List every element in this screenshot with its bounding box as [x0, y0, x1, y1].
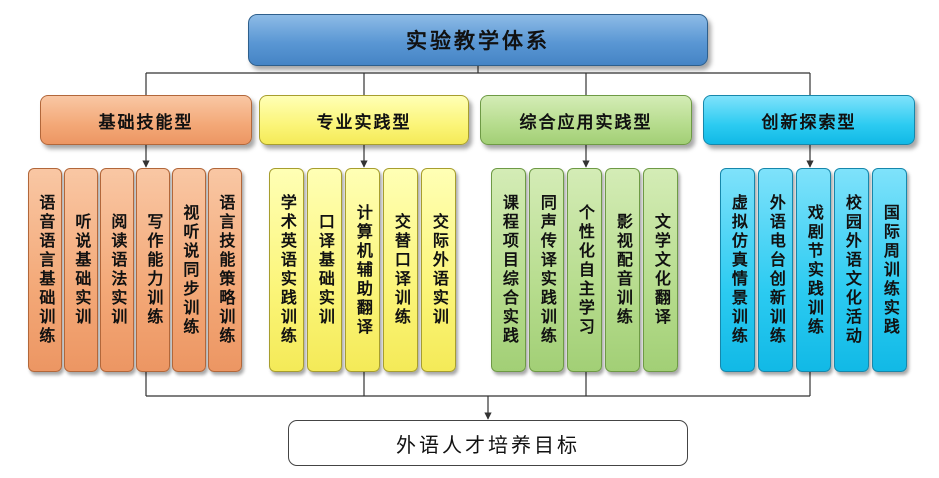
sub-item-innovation-1: 虚拟仿真情景训练	[720, 168, 755, 372]
sub-item-basic-1: 语音语言基础训练	[28, 168, 62, 372]
category-basic-skills: 基础技能型	[40, 95, 252, 145]
category-professional-practice: 专业实践型	[259, 95, 469, 145]
sub-item-basic-3: 阅读语法实训	[100, 168, 134, 372]
sub-item-professional-4: 交替口译训练	[383, 168, 418, 372]
sub-item-innovation-2: 外语电台创新训练	[758, 168, 793, 372]
sub-item-basic-5: 视听说同步训练	[172, 168, 206, 372]
sub-item-comprehensive-2: 同声传译实践训练	[529, 168, 564, 372]
category-comprehensive-application: 综合应用实践型	[480, 95, 692, 145]
sub-item-innovation-5: 国际周训练实践	[872, 168, 907, 372]
sub-item-comprehensive-4: 影视配音训练	[605, 168, 640, 372]
sub-item-basic-6: 语言技能策略训练	[208, 168, 242, 372]
sub-item-professional-1: 学术英语实践训练	[269, 168, 304, 372]
sub-item-professional-5: 交际外语实训	[421, 168, 456, 372]
sub-item-professional-3: 计算机辅助翻译	[345, 168, 380, 372]
sub-item-basic-2: 听说基础实训	[64, 168, 98, 372]
category-innovation-exploration: 创新探索型	[703, 95, 915, 145]
sub-item-comprehensive-3: 个性化自主学习	[567, 168, 602, 372]
talent-goal-box: 外语人才培养目标	[288, 420, 688, 466]
sub-item-innovation-4: 校园外语文化活动	[834, 168, 869, 372]
sub-item-basic-4: 写作能力训练	[136, 168, 170, 372]
sub-item-professional-2: 口译基础实训	[307, 168, 342, 372]
sub-item-comprehensive-1: 课程项目综合实践	[491, 168, 526, 372]
system-title-box: 实验教学体系	[248, 14, 708, 66]
sub-item-innovation-3: 戏剧节实践训练	[796, 168, 831, 372]
sub-item-comprehensive-5: 文学文化翻译	[643, 168, 678, 372]
